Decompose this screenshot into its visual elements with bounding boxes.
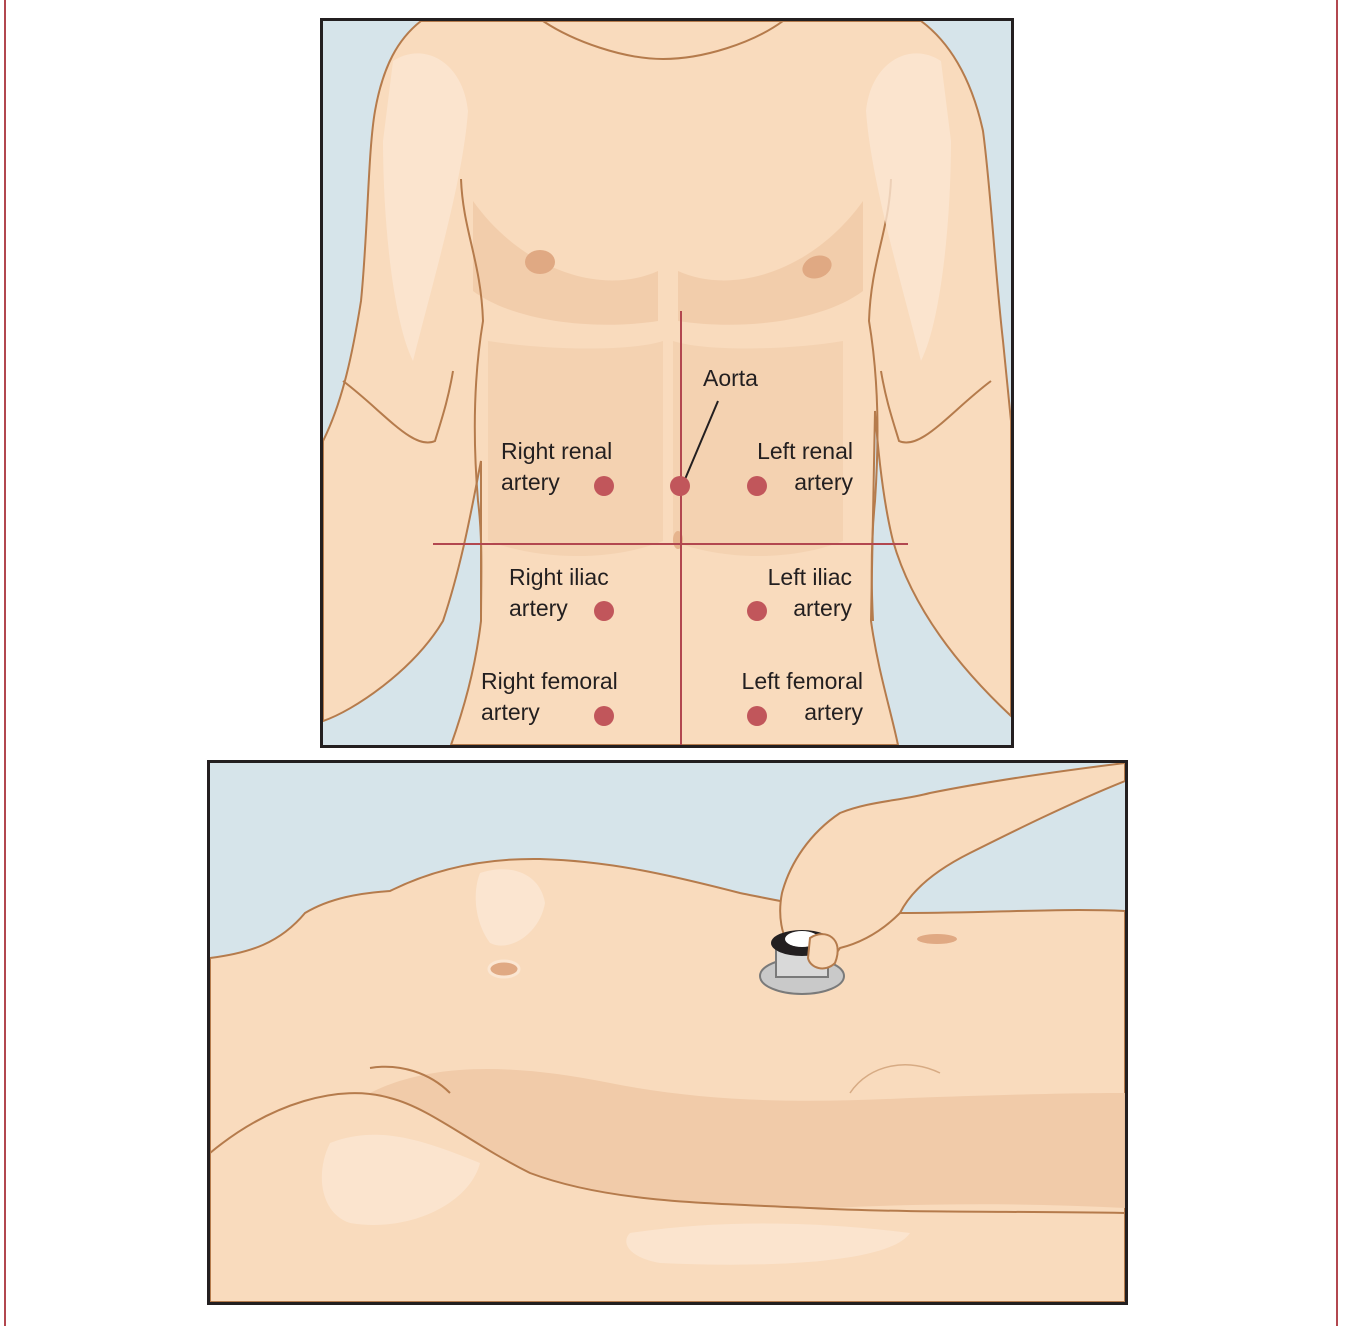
- page-border-right: [1336, 0, 1338, 1326]
- left-nipple: [802, 255, 832, 279]
- torso-illustration: [323, 21, 1011, 745]
- aorta-marker: [670, 476, 690, 496]
- right-iliac-label: Right iliac artery: [509, 564, 609, 621]
- right-iliac-marker: [594, 601, 614, 621]
- auscultation-demo-panel: [207, 760, 1128, 1305]
- right-nipple: [525, 250, 555, 274]
- right-femoral-label: Right femoral artery: [481, 668, 618, 725]
- supine-patient-illustration: [210, 763, 1125, 1302]
- patient-nipple-far: [917, 934, 957, 944]
- right-renal-marker: [594, 476, 614, 496]
- left-iliac-marker: [747, 601, 767, 621]
- left-femoral-marker: [747, 706, 767, 726]
- torso-body: [323, 21, 1011, 745]
- left-renal-marker: [747, 476, 767, 496]
- left-femoral-label: Left femoral artery: [741, 668, 863, 725]
- right-renal-label: Right renal artery: [501, 438, 613, 495]
- right-femoral-marker: [594, 706, 614, 726]
- left-iliac-label: Left iliac artery: [767, 564, 852, 621]
- aorta-leader-line: [682, 400, 719, 485]
- patient-nipple-near: [487, 959, 521, 979]
- page-border-left: [4, 0, 6, 1326]
- left-renal-label: Left renal artery: [757, 438, 853, 495]
- patient-arm: [210, 1092, 1125, 1302]
- torso-auscultation-panel: Aorta Right renal artery Left renal arte…: [320, 18, 1014, 748]
- aorta-label: Aorta: [703, 365, 758, 391]
